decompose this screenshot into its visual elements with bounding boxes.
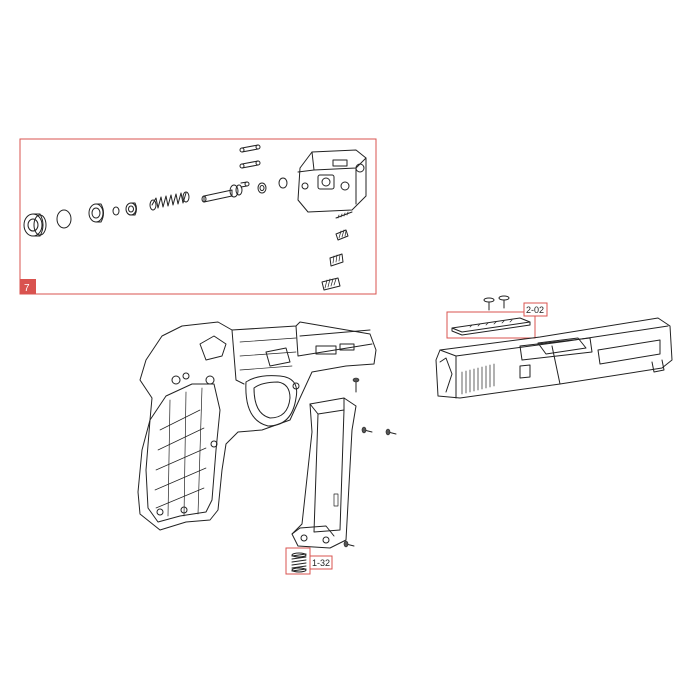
bushing-part — [125, 202, 137, 216]
ring-nut-part — [88, 203, 104, 223]
hop-up-chamber-part — [297, 149, 367, 213]
small-screw-parts — [321, 211, 353, 291]
recoil-spring-part — [149, 191, 190, 211]
callout-label-box-1-32 — [309, 555, 333, 570]
small-nut-part-2 — [278, 177, 288, 189]
small-washer-part — [112, 206, 120, 216]
cover-screws — [483, 295, 510, 311]
callout-label-box-2-02 — [523, 302, 548, 317]
spring-part — [291, 553, 307, 572]
callout-box-slide-cover — [446, 311, 536, 339]
front-bushing-part — [23, 213, 47, 237]
callout-tab-7 — [20, 279, 36, 294]
chassis-insert-part — [291, 397, 357, 549]
upper-slide-part — [435, 317, 673, 399]
spring-part-group: 1-32 — [285, 547, 333, 575]
callout-group-7: 7 — [19, 138, 377, 295]
small-nut-part — [257, 182, 267, 194]
slide-cover-plate — [451, 317, 531, 336]
callout-label-7: 7 — [24, 283, 30, 294]
callout-label-2-02: 2-02 — [526, 305, 544, 315]
frame-screws — [343, 377, 397, 548]
pin-parts — [239, 144, 261, 188]
callout-label-1-32: 1-32 — [312, 558, 330, 568]
callout-box-7 — [19, 138, 377, 295]
o-ring-part — [56, 209, 72, 229]
lower-frame-part — [137, 321, 377, 531]
slide-cover-group: 2-02 — [446, 295, 548, 339]
guide-rod-part — [201, 184, 243, 203]
